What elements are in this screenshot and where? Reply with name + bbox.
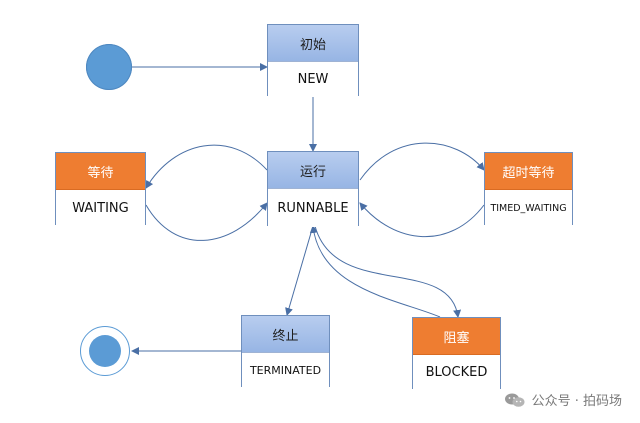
- state-timed-waiting-label: TIMED_WAITING: [485, 190, 572, 226]
- state-runnable-label: RUNNABLE: [268, 189, 358, 227]
- state-runnable: 运行 RUNNABLE: [267, 151, 359, 227]
- state-waiting: 等待 WAITING: [55, 152, 146, 226]
- edge-blocked-to-runnable: [309, 225, 441, 318]
- start-state: [86, 44, 132, 90]
- state-waiting-label: WAITING: [56, 190, 145, 226]
- watermark: 公众号 · 拍码场: [504, 390, 622, 409]
- state-runnable-title: 运行: [268, 152, 358, 189]
- state-waiting-title: 等待: [56, 153, 145, 190]
- state-terminated-label: TERMINATED: [242, 353, 329, 388]
- state-blocked-title: 阻塞: [413, 318, 500, 355]
- state-new: 初始 NEW: [267, 24, 359, 97]
- state-timed-waiting: 超时等待 TIMED_WAITING: [484, 152, 573, 226]
- edge-runnable-to-blocked: [314, 225, 462, 318]
- edge-waiting-to-runnable: [145, 202, 268, 241]
- edge-timed-waiting-to-runnable: [359, 202, 485, 238]
- wechat-icon: [504, 393, 525, 407]
- state-new-label: NEW: [268, 62, 358, 97]
- state-terminated-title: 终止: [242, 316, 329, 353]
- end-state: [80, 326, 130, 376]
- edge-runnable-to-waiting: [145, 144, 268, 189]
- watermark-text: 公众号 · 拍码场: [531, 394, 622, 409]
- state-new-title: 初始: [268, 25, 358, 62]
- state-blocked-label: BLOCKED: [413, 355, 500, 390]
- state-timed-waiting-title: 超时等待: [485, 153, 572, 190]
- edge-runnable-to-terminated: [285, 225, 314, 316]
- edge-runnable-to-timed-waiting: [359, 142, 485, 181]
- state-blocked: 阻塞 BLOCKED: [412, 317, 501, 390]
- state-terminated: 终止 TERMINATED: [241, 315, 330, 388]
- end-state-core: [89, 335, 121, 367]
